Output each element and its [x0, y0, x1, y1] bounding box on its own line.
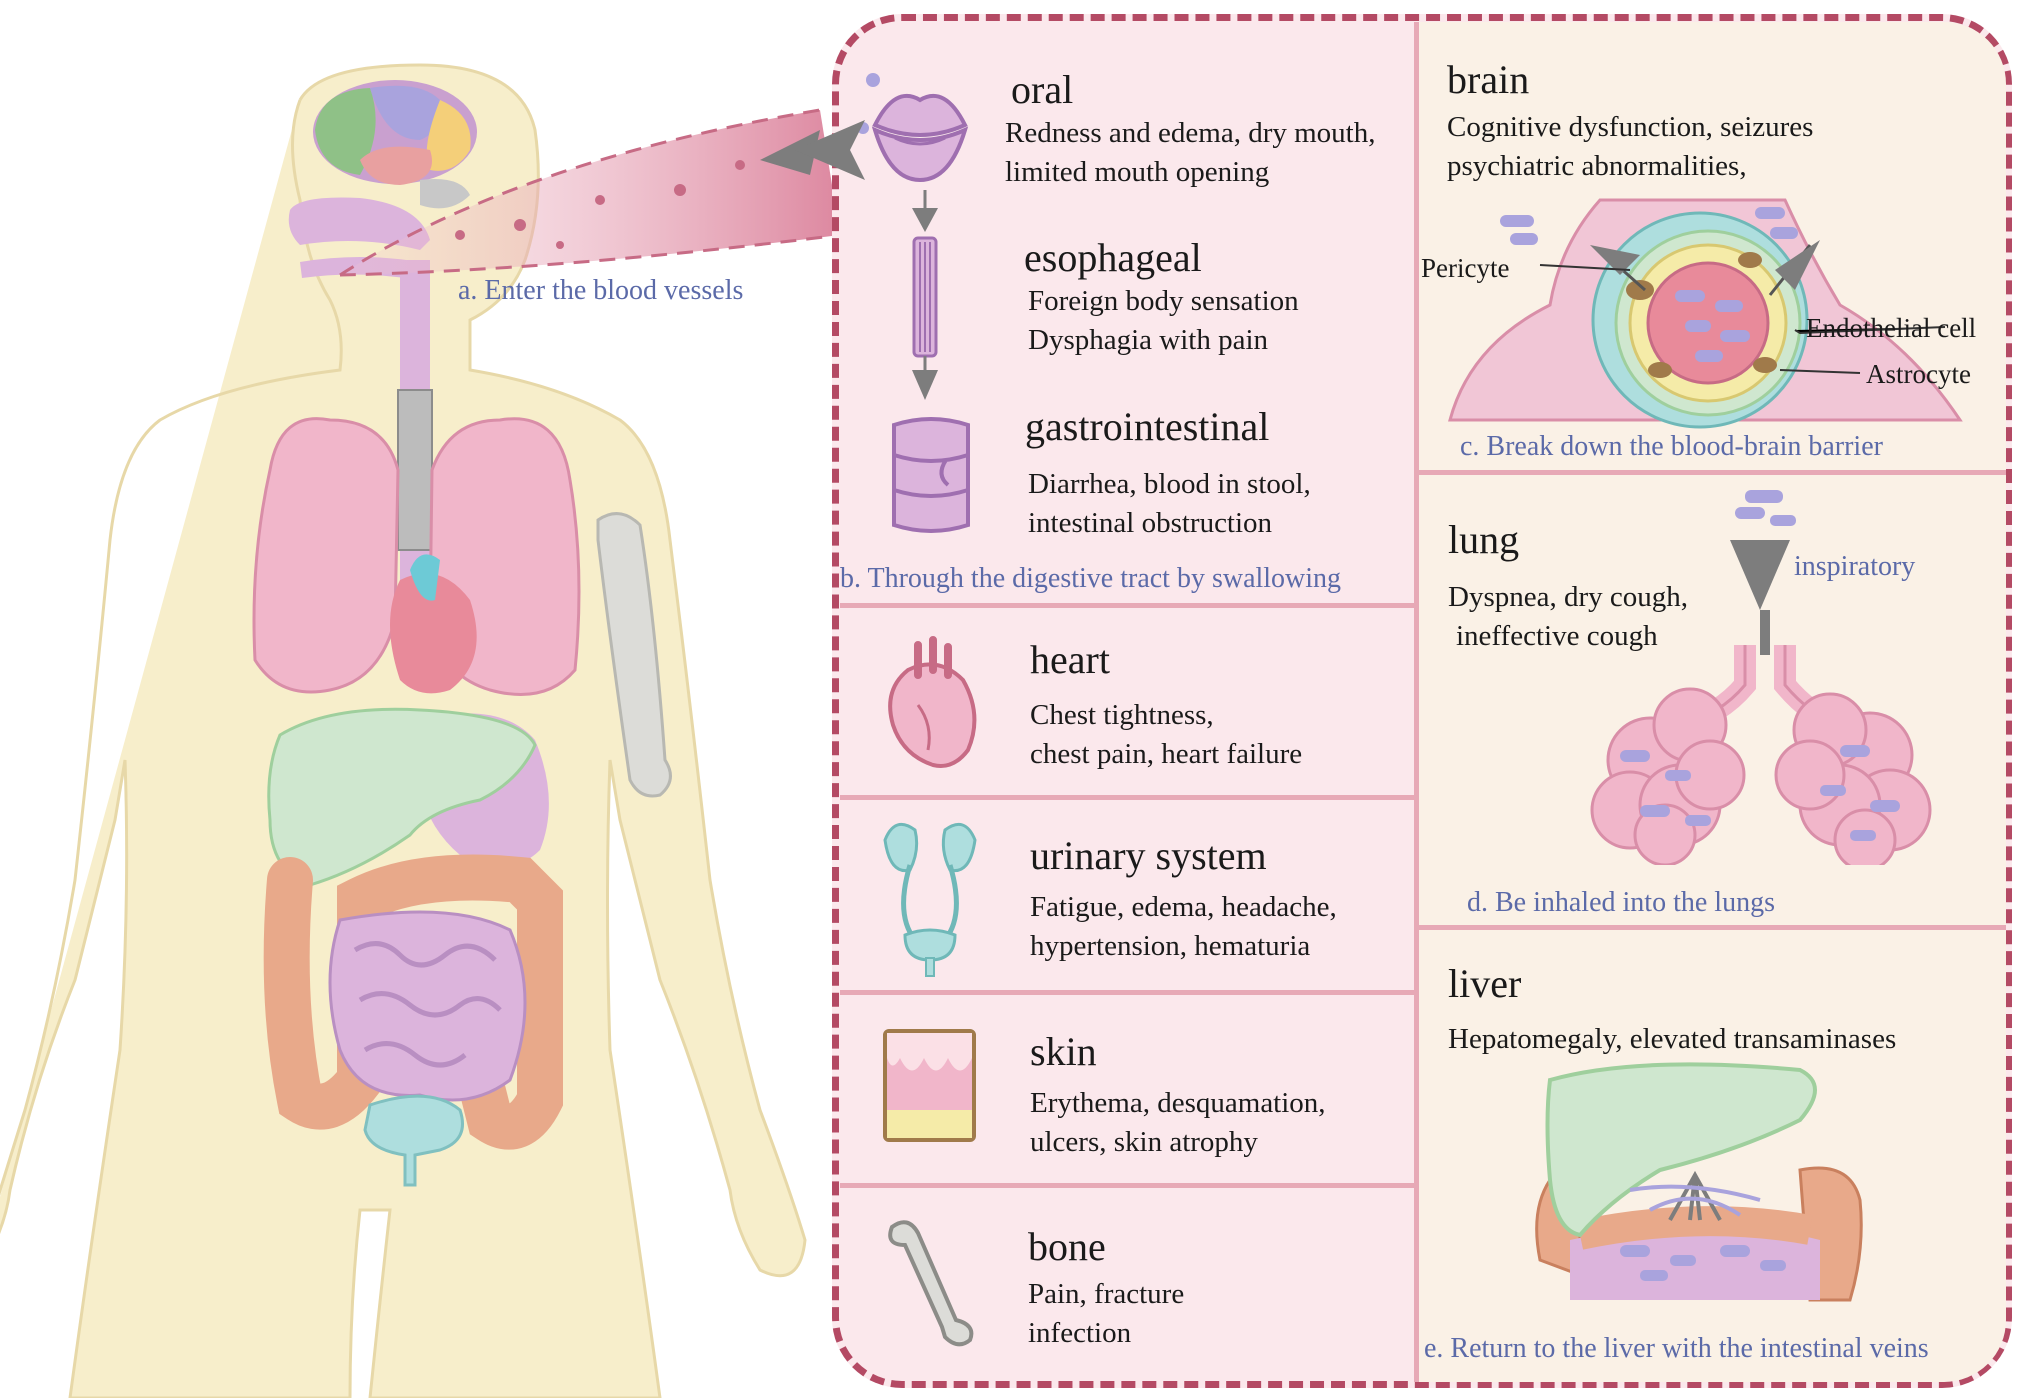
gastrointestinal-title: gastrointestinal — [1025, 404, 1270, 449]
column-divider — [1414, 22, 1419, 1382]
skin-title: skin — [1030, 1029, 1097, 1074]
lung-alveoli-illustration — [1590, 490, 1932, 865]
skin-line-1: Erythema, desquamation, — [1030, 1087, 1326, 1119]
urinary-title: urinary system — [1030, 833, 1267, 878]
bone-line-1: Pain, fracture — [1028, 1278, 1185, 1310]
brain-organ — [313, 80, 477, 209]
divider — [840, 603, 1414, 608]
divider — [1419, 925, 2006, 930]
bone-title: bone — [1028, 1224, 1106, 1269]
arm-bone — [596, 512, 672, 798]
heart-title: heart — [1030, 637, 1110, 682]
oral-title: oral — [1011, 67, 1074, 112]
gastrointestinal-line-1: Diarrhea, blood in stool, — [1028, 468, 1311, 500]
gastrointestinal-line-2: intestinal obstruction — [1028, 507, 1273, 539]
liver-title: liver — [1448, 961, 1522, 1006]
bone-line-2: infection — [1028, 1317, 1132, 1349]
liver-caption: e. Return to the liver with the intestin… — [1424, 1333, 1929, 1364]
liver-intestine-illustration — [1535, 1062, 1863, 1302]
small-intestine — [328, 910, 527, 1102]
divider — [840, 795, 1414, 800]
brain-line-2: psychiatric abnormalities, — [1447, 150, 1747, 182]
brain-title: brain — [1447, 57, 1530, 102]
bladder-organ — [363, 1094, 464, 1187]
skin-icon — [883, 1029, 976, 1142]
divider — [1419, 470, 2006, 475]
esophageal-line-2: Dysphagia with pain — [1028, 324, 1269, 356]
esophageal-title: esophageal — [1024, 235, 1202, 280]
urinary-line-1: Fatigue, edema, headache, — [1030, 891, 1337, 923]
inspiratory-label: inspiratory — [1794, 551, 1916, 582]
heart-organ — [390, 573, 477, 694]
colon-organ — [263, 854, 563, 1150]
divider — [840, 1183, 1414, 1188]
heart-line-2: chest pain, heart failure — [1030, 738, 1303, 770]
lung-caption: d. Be inhaled into the lungs — [1467, 887, 1775, 918]
endothelial-label: Endothelial cell — [1806, 313, 1977, 343]
kidney-icon — [883, 822, 977, 977]
divider — [840, 990, 1414, 995]
oral-arrow — [795, 120, 865, 180]
esophagus-icon — [912, 190, 938, 400]
human-body-figure — [0, 63, 841, 1398]
bone-icon — [888, 1220, 974, 1347]
intestine-icon — [892, 417, 970, 533]
body-caption: a. Enter the blood vessels — [458, 275, 744, 306]
lung-line-2: ineffective cough — [1456, 620, 1658, 652]
left-lung — [252, 417, 400, 694]
esophageal-line-1: Foreign body sensation — [1028, 285, 1299, 317]
brain-caption: c. Break down the blood-brain barrier — [1460, 431, 1883, 462]
heart-line-1: Chest tightness, — [1030, 699, 1214, 731]
liver-line-1: Hepatomegaly, elevated transaminases — [1448, 1023, 1897, 1055]
oral-line-1: Redness and edema, dry mouth, — [1005, 117, 1376, 149]
oral-line-2: limited mouth opening — [1005, 156, 1270, 188]
mouth-icon — [857, 73, 969, 183]
skin-line-2: ulcers, skin atrophy — [1030, 1126, 1258, 1158]
urinary-line-2: hypertension, hematuria — [1030, 930, 1311, 962]
brain-line-1: Cognitive dysfunction, seizures — [1447, 111, 1814, 143]
blood-brain-barrier-illustration — [1448, 198, 1963, 429]
pericyte-label: Pericyte — [1421, 253, 1510, 283]
lung-title: lung — [1448, 517, 1520, 562]
astrocyte-label: Astrocyte — [1866, 359, 1971, 389]
liver-organ — [267, 707, 537, 887]
lung-line-1: Dyspnea, dry cough, — [1448, 581, 1689, 613]
digestive-caption: b. Through the digestive tract by swallo… — [840, 563, 1342, 594]
heart-icon — [888, 636, 977, 768]
